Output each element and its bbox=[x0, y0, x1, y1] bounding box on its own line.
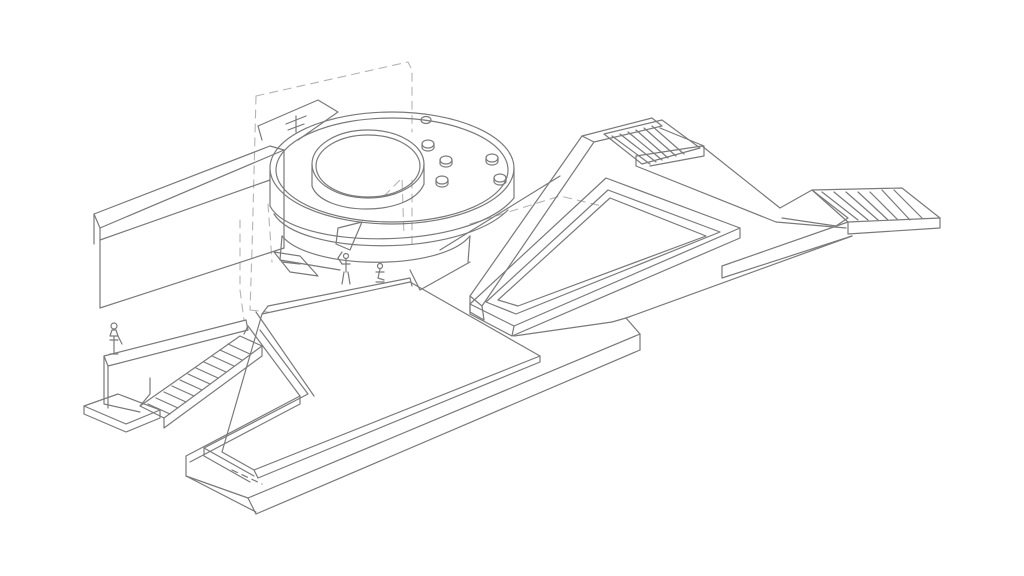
skylight-domes bbox=[420, 115, 507, 188]
south-diagonal-wall bbox=[247, 235, 853, 515]
west-wall bbox=[93, 145, 285, 309]
upper-stair bbox=[603, 119, 705, 167]
statue-on-pedestal bbox=[83, 319, 249, 433]
zigzag-ramp bbox=[185, 311, 315, 513]
west-stair bbox=[139, 335, 263, 429]
east-stair bbox=[811, 187, 941, 235]
human-figures bbox=[337, 251, 385, 285]
ghost-frame bbox=[239, 61, 603, 321]
triangular-pool bbox=[469, 177, 741, 337]
east-walkway bbox=[635, 145, 853, 279]
circular-building bbox=[257, 99, 515, 291]
south-plaza bbox=[221, 277, 541, 479]
